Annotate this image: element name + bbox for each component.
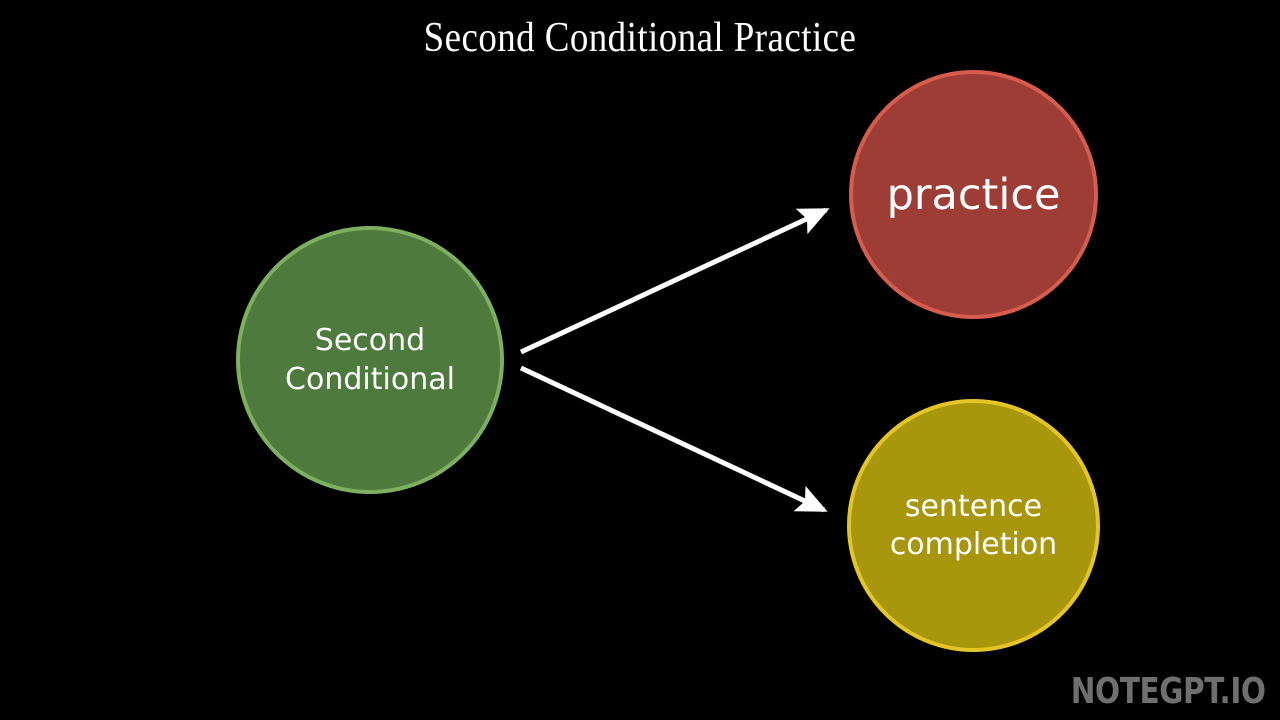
node-sentence-completion[interactable]: sentence completion: [847, 399, 1100, 652]
node-practice[interactable]: practice: [849, 70, 1098, 319]
node-practice-label: practice: [886, 169, 1061, 220]
node-second-conditional-label: Second Conditional: [285, 323, 455, 397]
edge-root-to-sentence-completion-arrow: [519, 365, 828, 513]
node-sentence-completion-label: sentence completion: [889, 488, 1058, 562]
edge-root-to-practice-arrow: [519, 207, 830, 355]
notegpt-watermark: NOTEGPT.IO: [1071, 671, 1266, 712]
node-second-conditional[interactable]: Second Conditional: [236, 226, 504, 494]
page-title: Second Conditional Practice: [423, 15, 857, 61]
